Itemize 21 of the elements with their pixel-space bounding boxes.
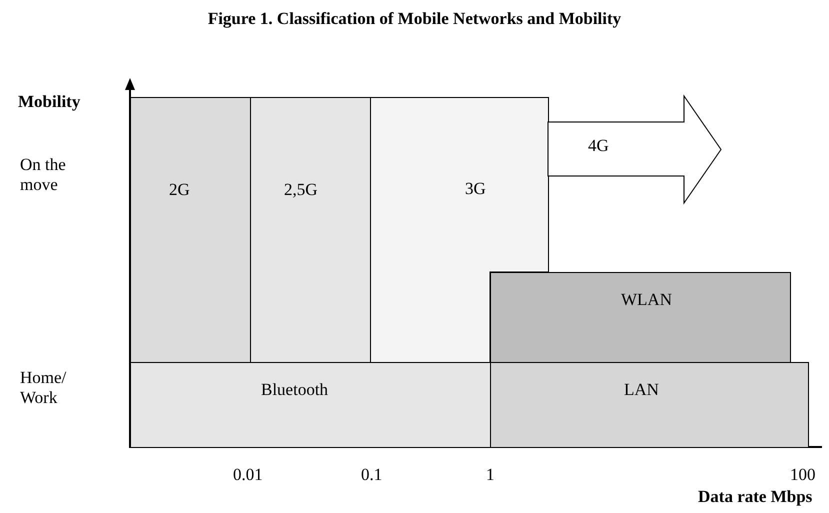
region-label: WLAN (621, 290, 672, 310)
figure-title: Figure 1. Classification of Mobile Networks and Mobility (206, 9, 622, 29)
axis-title: Mobility (18, 92, 82, 112)
region-label: 2G (169, 180, 190, 200)
axis-title: Data rate Mbps (698, 487, 812, 507)
region-box (130, 362, 491, 448)
region-label: 4G (588, 136, 609, 156)
region-box (490, 362, 809, 448)
region-label: Bluetooth (261, 380, 328, 400)
region-label: LAN (624, 380, 659, 400)
tick-label: 0.01 (233, 465, 263, 485)
region-label: 2,5G (284, 180, 318, 200)
tick-label: 100 (790, 465, 816, 485)
region-box (250, 97, 371, 363)
axis-category-label: On the move (20, 155, 67, 194)
region-box (490, 272, 791, 363)
region-label: 3G (465, 179, 486, 199)
axis-category-label: Home/ Work (20, 368, 68, 408)
tick-label: 1 (486, 465, 494, 485)
tick-label: 0.1 (361, 465, 382, 485)
region-box (130, 97, 251, 363)
